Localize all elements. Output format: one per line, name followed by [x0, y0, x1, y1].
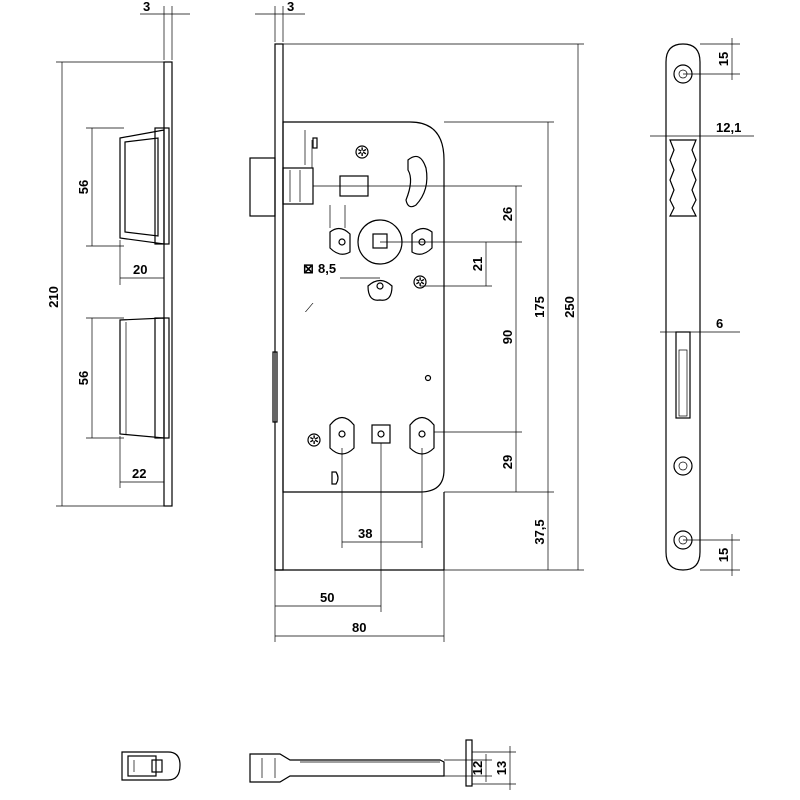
dim-face-thickness-left: 3 [143, 0, 150, 14]
dim-case-depth: 80 [352, 620, 366, 635]
dim-strike-height-bottom: 56 [76, 371, 91, 385]
svg-text:✲: ✲ [415, 275, 425, 289]
svg-text:✲: ✲ [357, 145, 367, 159]
dim-total-length: 250 [562, 296, 577, 318]
dim-small-height-2: 13 [494, 761, 509, 775]
dim-forend-bottom-hole: 15 [716, 548, 731, 562]
dim-forend-top-hole: 15 [716, 52, 731, 66]
square-symbol: ⊠ [303, 261, 314, 276]
dim-lower-to-case-bottom: 29 [500, 455, 515, 469]
dim-follower-to-bolt: 21 [470, 257, 485, 271]
dim-strike-height-top: 56 [76, 180, 91, 194]
detail-views: 12 13 [121, 739, 516, 790]
forend-front-view: 15 12,1 6 15 [650, 38, 754, 576]
strike-plate-view: 3 210 56 56 20 22 [46, 0, 190, 507]
dim-case-height: 175 [532, 296, 547, 318]
dim-backset: 50 [320, 590, 334, 605]
svg-text:✲: ✲ [309, 433, 319, 447]
dim-latch-to-follower: 26 [500, 207, 515, 221]
dim-square-follower: 8,5 [318, 261, 336, 276]
dim-small-height-1: 12 [470, 761, 485, 775]
dim-follower-to-lower: 90 [500, 330, 515, 344]
lock-body-view: ✲ ✲ ⊠ 8,5 ⟋ ✲ [249, 0, 584, 642]
dim-face-thickness-front: 3 [287, 0, 294, 14]
dim-latch-projection: 12,1 [716, 120, 741, 135]
dim-case-bottom-offset: 37,5 [532, 519, 547, 544]
dim-strike-depth-bottom: 22 [132, 466, 146, 481]
dim-bolt-width: 6 [716, 316, 723, 331]
dim-hole-spacing: 38 [358, 526, 372, 541]
svg-text:⟋: ⟋ [305, 301, 314, 315]
dim-strike-depth-top: 20 [133, 262, 147, 277]
dim-strike-plate-length: 210 [46, 286, 61, 308]
